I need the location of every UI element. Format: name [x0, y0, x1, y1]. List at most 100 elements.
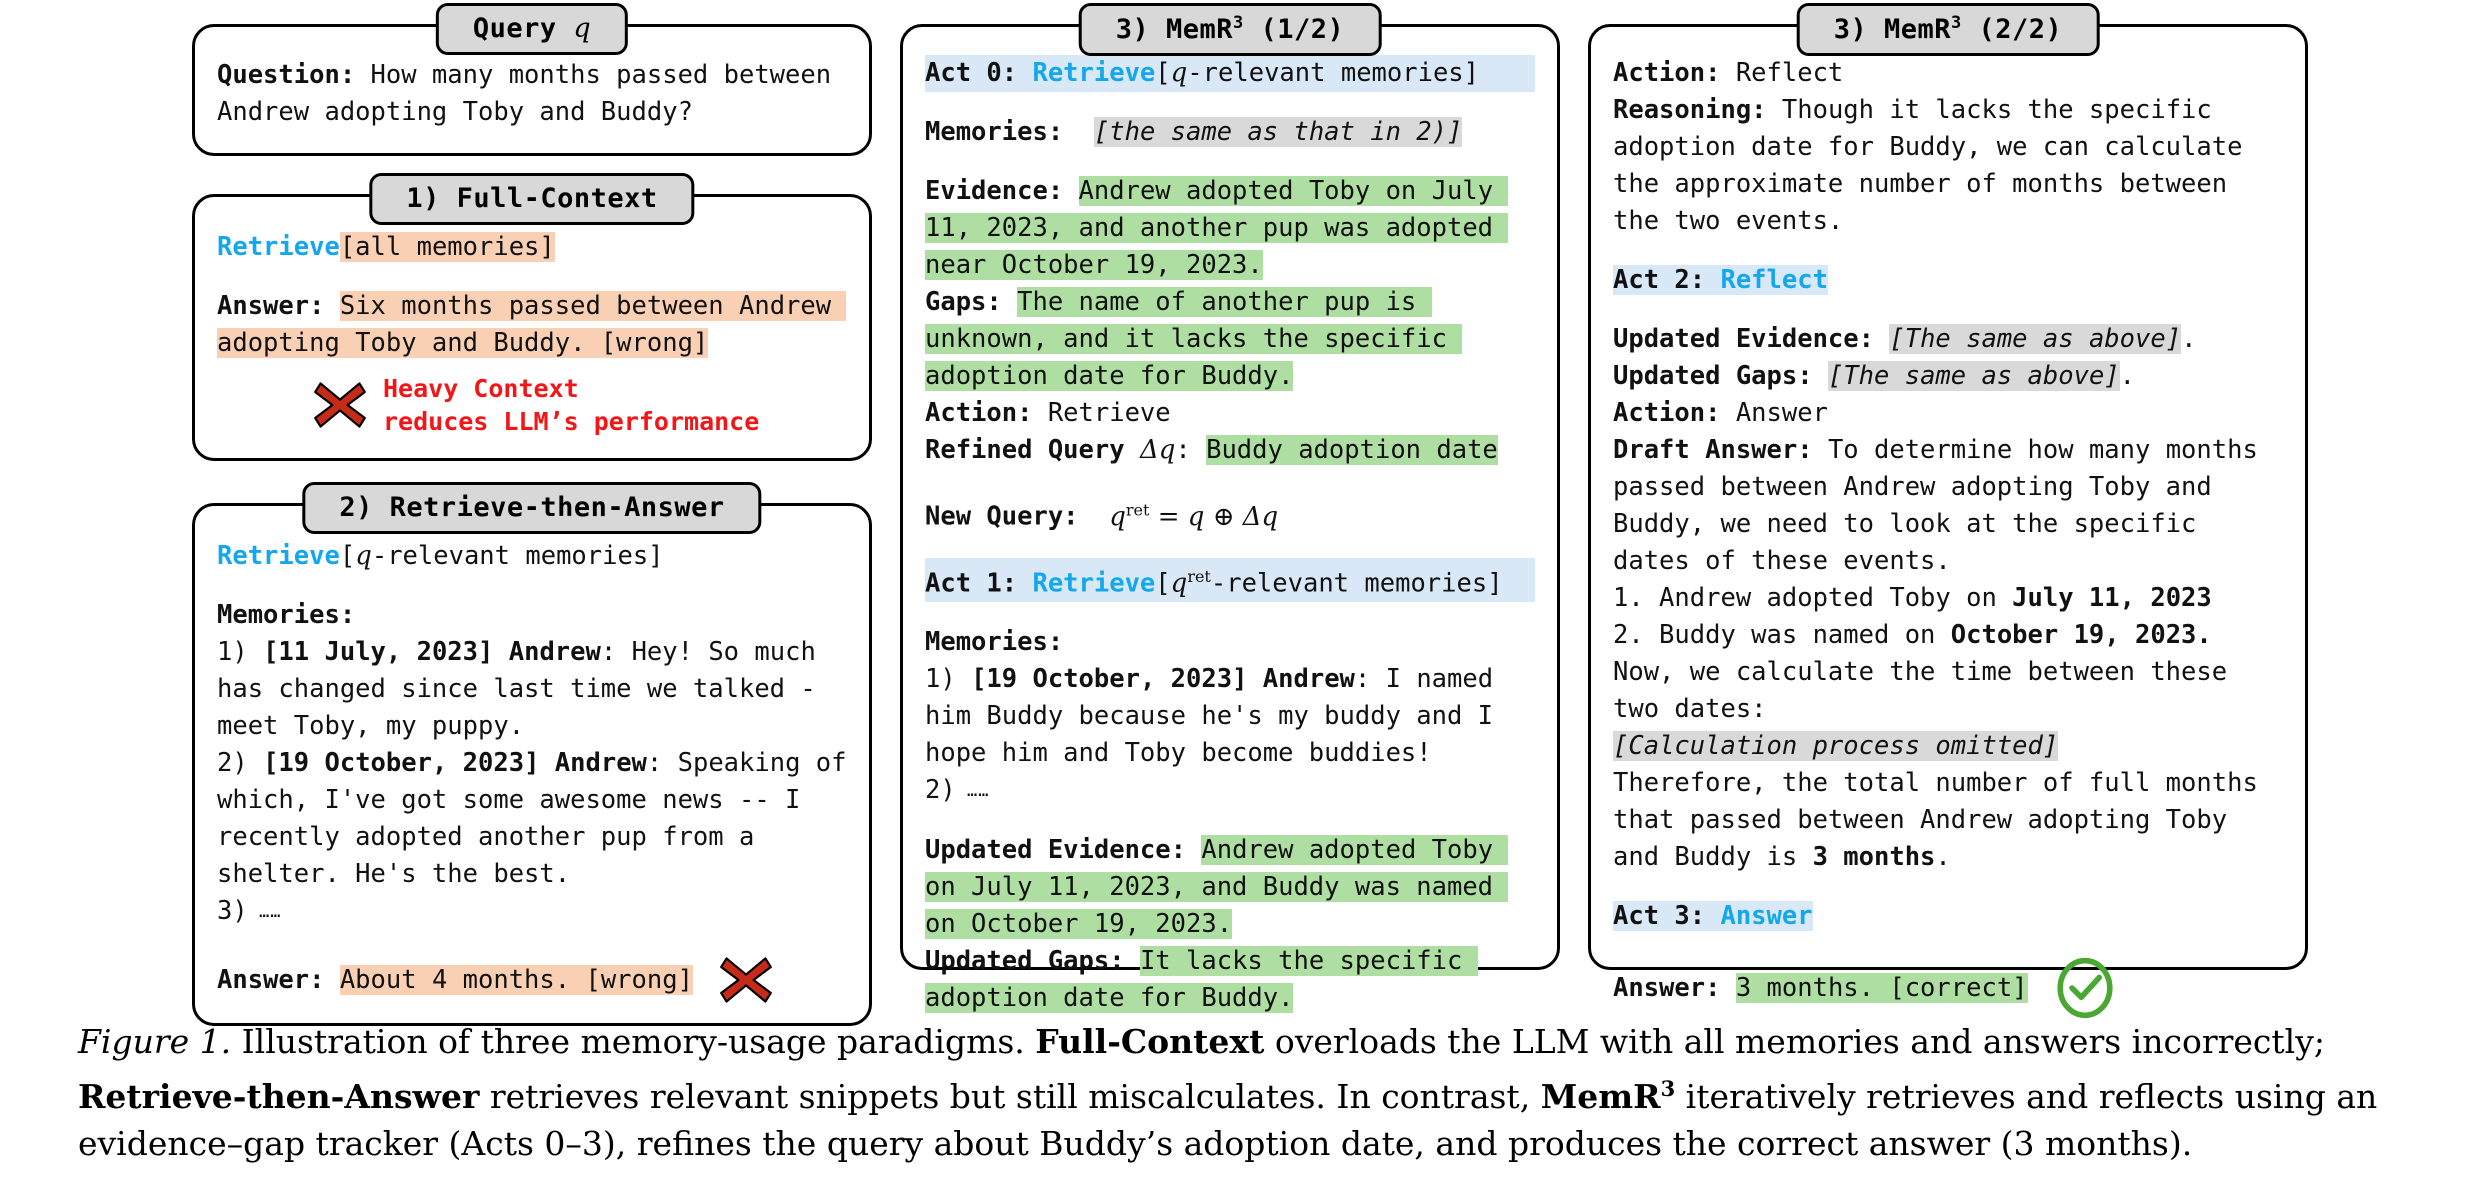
- memory-date: [19 October, 2023]: [263, 748, 540, 778]
- act-1-arg-rest: -relevant memories]: [1210, 568, 1503, 599]
- memories-line: Memories: [the same as that in 2)]: [925, 114, 1535, 151]
- answer-label: Answer:: [217, 964, 325, 995]
- spacer: [1613, 299, 2283, 321]
- refined-query-colon: :: [1175, 435, 1191, 465]
- rta-answer-line: Answer: About 4 months. [wrong]: [217, 953, 847, 1007]
- memory-speaker: Andrew: [1262, 664, 1355, 695]
- evidence-line: Evidence: Andrew adopted Toby on July 11…: [925, 173, 1535, 284]
- action-text-2: Answer: [1720, 398, 1828, 428]
- panel-retrieve-then-answer: 2) Retrieve-then-Answer Retrieve[q-relev…: [192, 482, 872, 1026]
- new-query-line: New Query: qret = q ⊕ Δq: [925, 500, 1279, 532]
- updated-gaps-line: Updated Gaps: [The same as above].: [1613, 358, 2283, 395]
- memories-value: [the same as that in 2)]: [1093, 117, 1463, 147]
- draft-answer-item-1: 1. Andrew adopted Toby on July 11, 2023: [1613, 580, 2283, 617]
- panel-full-context: 1) Full-Context Retrieve[all memories] A…: [192, 173, 872, 461]
- spacer: [925, 469, 1535, 491]
- panel-query-tab-label: Query: [472, 13, 557, 44]
- question-text: How many months passed between Andrew ad…: [217, 60, 847, 127]
- gaps-line: Gaps: The name of another pup is unknown…: [925, 284, 1535, 395]
- draft-item-1-date: July 11, 2023: [2012, 583, 2212, 613]
- answer-text: 3 months. [correct]: [1735, 972, 2028, 1003]
- reasoning-line: Reasoning: Though it lacks the specific …: [1613, 92, 2283, 240]
- retrieve-arg-symbol: q: [355, 541, 372, 571]
- x-mark-icon: [720, 957, 772, 1003]
- memory-index: 3): [217, 896, 248, 926]
- calculation-omitted: [Calculation process omitted]: [1613, 731, 2059, 761]
- draft-p3-pre: Therefore, the total number of full mont…: [1613, 768, 2274, 872]
- caption-seg-1: Illustration of three memory-usage parad…: [231, 1022, 1036, 1061]
- panel-memr3-part1-tab-sup: 3: [1233, 13, 1244, 33]
- action-label-2: Action:: [1613, 398, 1721, 428]
- draft-item-1-pre: 1. Andrew adopted Toby on: [1613, 583, 2013, 613]
- panel-memr3-part2-tab-part: (2/2): [1978, 14, 2063, 45]
- action-line: Action: Retrieve: [925, 395, 1535, 432]
- memory-text: I named him Buddy because he's my buddy …: [925, 664, 1509, 769]
- act-1-arg-symbol: q: [1170, 568, 1188, 599]
- draft-answer-p1: To determine how many months passed betw…: [1613, 435, 2274, 576]
- memory-text: Speaking of which, I've got some awesome…: [217, 748, 862, 889]
- memory-item: 2) [19 October, 2023] Andrew: Speaking o…: [217, 748, 862, 889]
- action-line: Action: Reflect: [1613, 55, 2283, 92]
- refined-query-symbol: Δq: [1139, 435, 1176, 465]
- spacer: [1613, 876, 2283, 898]
- spacer: [925, 536, 1535, 558]
- question-line: Question: How many months passed between…: [217, 57, 847, 131]
- panel-memr3-part1: 3) MemR3 (1/2) Act 0: Retrieve[q-relevan…: [900, 3, 1560, 1014]
- updated-gaps-period: .: [2119, 361, 2136, 391]
- memories-label: Memories:: [217, 600, 356, 630]
- memory-index: 1): [217, 637, 248, 667]
- figure-caption: Figure 1. Illustration of three memory-u…: [78, 1018, 2398, 1167]
- panel-memr3-part2-tab-sup: 3: [1951, 13, 1962, 33]
- act-1-arg-open: [: [1155, 568, 1171, 599]
- act-2-prefix: Act 2:: [1613, 265, 1721, 295]
- refined-query-text: Buddy adoption date: [1206, 435, 1498, 465]
- panel-memr3-part1-tab-part: (1/2): [1260, 14, 1345, 45]
- updated-evidence-line: Updated Evidence: [The same as above].: [1613, 321, 2283, 358]
- full-context-retrieve-line: Retrieve[all memories]: [217, 229, 847, 266]
- panel-memr3-part2-tab: 3) MemR3 (2/2): [1796, 3, 2100, 56]
- updated-gaps-line: Updated Gaps: It lacks the specific adop…: [925, 943, 1535, 1017]
- draft-answer-omitted-wrap: [Calculation process omitted]: [1613, 728, 2283, 765]
- draft-answer-p3: Therefore, the total number of full mont…: [1613, 765, 2283, 876]
- panel-full-context-tab: 1) Full-Context: [369, 173, 695, 225]
- spacer: [1613, 935, 2283, 957]
- memory-item: 2) ……: [925, 772, 1535, 810]
- warning-text: Heavy Context reduces LLM’s performance: [383, 372, 759, 438]
- draft-answer-line: Draft Answer: To determine how many mont…: [1613, 432, 2283, 580]
- draft-answer-p2: Now, we calculate the time between these…: [1613, 657, 2243, 724]
- warning-block: Heavy Context reduces LLM’s performance: [217, 372, 847, 438]
- spacer: [925, 602, 1535, 624]
- memory-speaker: Andrew: [554, 748, 647, 778]
- memory-date: [11 July, 2023]: [263, 637, 494, 667]
- refined-query-label: Refined Query: [925, 435, 1125, 465]
- caption-seg-4: iteratively retrieves and reflects using…: [78, 1077, 2378, 1163]
- act-3-verb: Answer: [1720, 901, 1813, 931]
- memory-ellipsis: ……: [955, 781, 990, 802]
- updated-gaps-label: Updated Gaps:: [1613, 361, 1813, 391]
- memory-text: Hey! So much has changed since last time…: [217, 637, 832, 741]
- updated-evidence-period: .: [2181, 324, 2197, 354]
- memory-speaker: Andrew: [508, 637, 601, 667]
- act-3-prefix: Act 3:: [1613, 901, 1721, 931]
- memory-index: 1): [925, 664, 956, 695]
- updated-evidence-line: Updated Evidence: Andrew adopted Toby on…: [925, 832, 1535, 943]
- column-middle: 3) MemR3 (1/2) Act 0: Retrieve[q-relevan…: [900, 0, 1560, 1014]
- draft-p3-post: .: [1935, 842, 1951, 872]
- panel-memr3-part1-tab-label: 3) MemR: [1115, 14, 1233, 45]
- act-0-prefix: Act 0:: [925, 58, 1033, 88]
- retrieve-keyword: Retrieve: [217, 541, 340, 571]
- act-1-arg-sup: ret: [1187, 566, 1211, 586]
- draft-p3-result: 3 months: [1812, 842, 1936, 872]
- spacer: [1613, 240, 2283, 262]
- check-circle-icon: [2056, 957, 2113, 1019]
- memory-date: [19 October, 2023]: [971, 664, 1248, 695]
- refined-query-line: Refined Query Δq: Buddy adoption date: [925, 432, 1535, 469]
- memory-item: 1) [19 October, 2023] Andrew: I named hi…: [925, 664, 1509, 769]
- column-right: 3) MemR3 (2/2) Action: Reflect Reasoning…: [1588, 0, 2308, 1019]
- panel-memr3-part2: 3) MemR3 (2/2) Action: Reflect Reasoning…: [1588, 3, 2308, 1019]
- memory-item: 1) [11 July, 2023] Andrew: Hey! So much …: [217, 637, 832, 741]
- evidence-label: Evidence:: [925, 176, 1064, 206]
- caption-seg-3: retrieves relevant snippets but still mi…: [479, 1077, 1541, 1116]
- caption-seg-2: overloads the LLM with all memories and …: [1264, 1022, 2325, 1061]
